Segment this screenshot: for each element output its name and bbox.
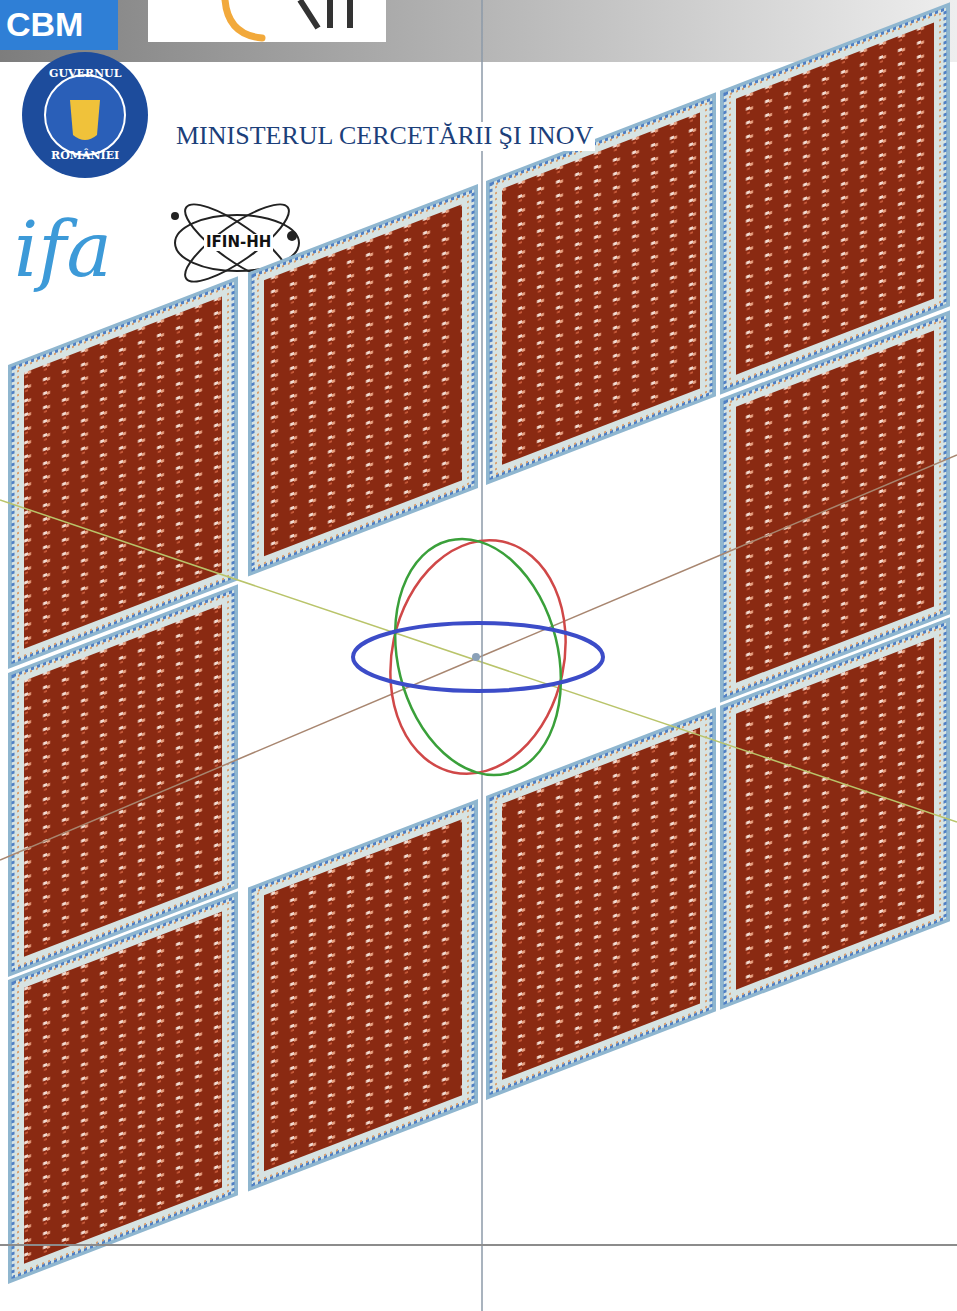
ifin-electron bbox=[287, 231, 297, 241]
fair-logo-letters bbox=[300, 0, 350, 28]
module-frame-edge bbox=[496, 103, 706, 474]
module-frame-edge bbox=[253, 806, 473, 1185]
seal-text: GUVERNUL bbox=[49, 68, 121, 80]
rpc-counter-area bbox=[502, 112, 700, 464]
module-frame-edge bbox=[253, 191, 473, 570]
logo-text: CBM bbox=[6, 6, 83, 43]
fair-logo-arc bbox=[225, 0, 262, 38]
rpc-counter-area bbox=[24, 297, 222, 649]
module-frame-edge bbox=[13, 898, 233, 1277]
cbm-logo-box bbox=[0, 0, 118, 50]
rotation-gizmo-ring bbox=[353, 623, 603, 691]
module-frame-edge bbox=[725, 624, 945, 1003]
rpc-counter-area bbox=[736, 22, 934, 374]
module-frame-edge bbox=[18, 902, 228, 1273]
logo-text: IFIN-HH bbox=[204, 234, 273, 251]
rpc-counter-area bbox=[502, 728, 700, 1080]
view-guide-line bbox=[0, 1244, 957, 1246]
module-frame bbox=[250, 187, 476, 574]
view-guide-line bbox=[481, 0, 483, 1311]
detector-wall bbox=[10, 5, 948, 1281]
gizmo-center bbox=[472, 653, 480, 661]
module-frame bbox=[10, 894, 236, 1281]
rotation-gizmo-ring bbox=[369, 524, 586, 791]
rpc-counter-area bbox=[264, 204, 462, 556]
module-frame bbox=[250, 802, 476, 1189]
rpc-counter-area bbox=[264, 819, 462, 1171]
module-frame-edge bbox=[258, 810, 468, 1181]
module-frame-edge bbox=[496, 718, 706, 1089]
rotation-gizmo-ring bbox=[371, 521, 584, 793]
module-frame bbox=[488, 95, 714, 482]
coat-of-arms bbox=[70, 100, 100, 140]
rpc-counter-area bbox=[24, 912, 222, 1264]
ifin-electron bbox=[171, 212, 179, 220]
module-frame-edge bbox=[258, 195, 468, 566]
government-seal bbox=[22, 52, 148, 178]
module-frame-edge bbox=[730, 628, 940, 999]
rpc-counter-area bbox=[24, 605, 222, 957]
logo-text: ifa bbox=[14, 208, 112, 292]
module-frame bbox=[722, 620, 948, 1007]
ministry-name: MINISTERUL CERCETĂRII ŞI INOV bbox=[174, 122, 595, 151]
government-seal-inner bbox=[45, 75, 125, 155]
header-band bbox=[0, 0, 957, 62]
axis-line bbox=[0, 455, 957, 860]
axis-line bbox=[0, 500, 957, 822]
seal-text: ROMÂNIEI bbox=[51, 150, 119, 162]
module-frame-edge bbox=[491, 99, 711, 478]
module-frame-edge bbox=[491, 714, 711, 1093]
fair-logo-box bbox=[148, 0, 386, 42]
rpc-counter-area bbox=[736, 637, 934, 989]
